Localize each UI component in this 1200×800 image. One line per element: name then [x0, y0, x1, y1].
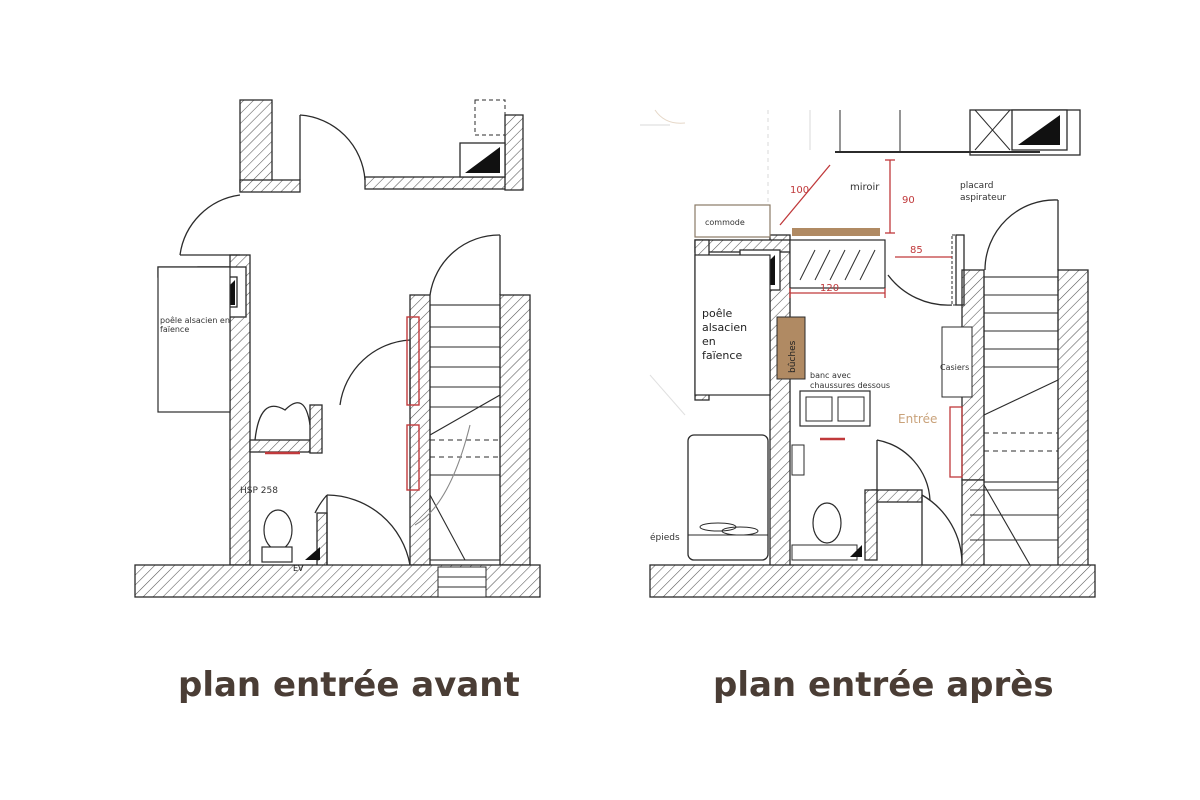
dim-90: 90 — [902, 195, 915, 206]
wall — [1057, 269, 1089, 581]
stove-label-2: faïence — [160, 325, 189, 334]
closet-label-1: placard — [960, 181, 993, 191]
hsp-label: HSP 258 — [240, 486, 278, 496]
floor-plan-before-drawing: poêle alsacien en faïence HSP 258 EV — [134, 99, 541, 598]
logs-label: bûches — [788, 340, 798, 373]
wall — [499, 294, 531, 566]
mirror-label: miroir — [850, 182, 880, 193]
caption-after: plan entrée après — [713, 665, 1054, 705]
wall — [864, 489, 878, 561]
dim-85: 85 — [910, 245, 923, 256]
stove-label: poêle alsacien en — [160, 315, 230, 325]
dim-100: 100 — [790, 185, 809, 196]
stove-label-1: poêle — [702, 307, 733, 320]
lockers-label: Casiers — [940, 363, 969, 372]
ev-label: EV — [293, 564, 304, 573]
closet-label-2: aspirateur — [960, 193, 1006, 203]
wall — [409, 294, 431, 566]
commode — [694, 204, 771, 238]
plan-before: poêle alsacien en faïence HSP 258 EV — [110, 95, 590, 625]
wall — [364, 176, 516, 190]
commode-label: commode — [705, 218, 745, 227]
plan-after: commode bûches — [640, 95, 1120, 625]
bench-label-1: banc avec — [810, 371, 851, 380]
entrance-label: Entrée — [898, 412, 937, 426]
wall — [504, 114, 524, 191]
wall — [309, 404, 323, 454]
wall — [649, 564, 1096, 598]
stove-label-4: faïence — [702, 349, 742, 362]
wall — [249, 439, 311, 453]
caption-before: plan entrée avant — [178, 665, 520, 705]
floor-plan-after-drawing: commode bûches — [640, 109, 1096, 598]
mirror — [792, 228, 880, 236]
wall — [871, 489, 923, 503]
stove-label-3: en — [702, 335, 716, 348]
wall — [239, 179, 301, 193]
bench-label-2: chaussures dessous — [810, 381, 890, 390]
feet-label: épieds — [650, 532, 680, 543]
logs-box — [776, 316, 806, 380]
stove-label-2: alsacien — [702, 321, 747, 334]
dim-120: 120 — [820, 283, 839, 294]
wall — [239, 99, 273, 191]
